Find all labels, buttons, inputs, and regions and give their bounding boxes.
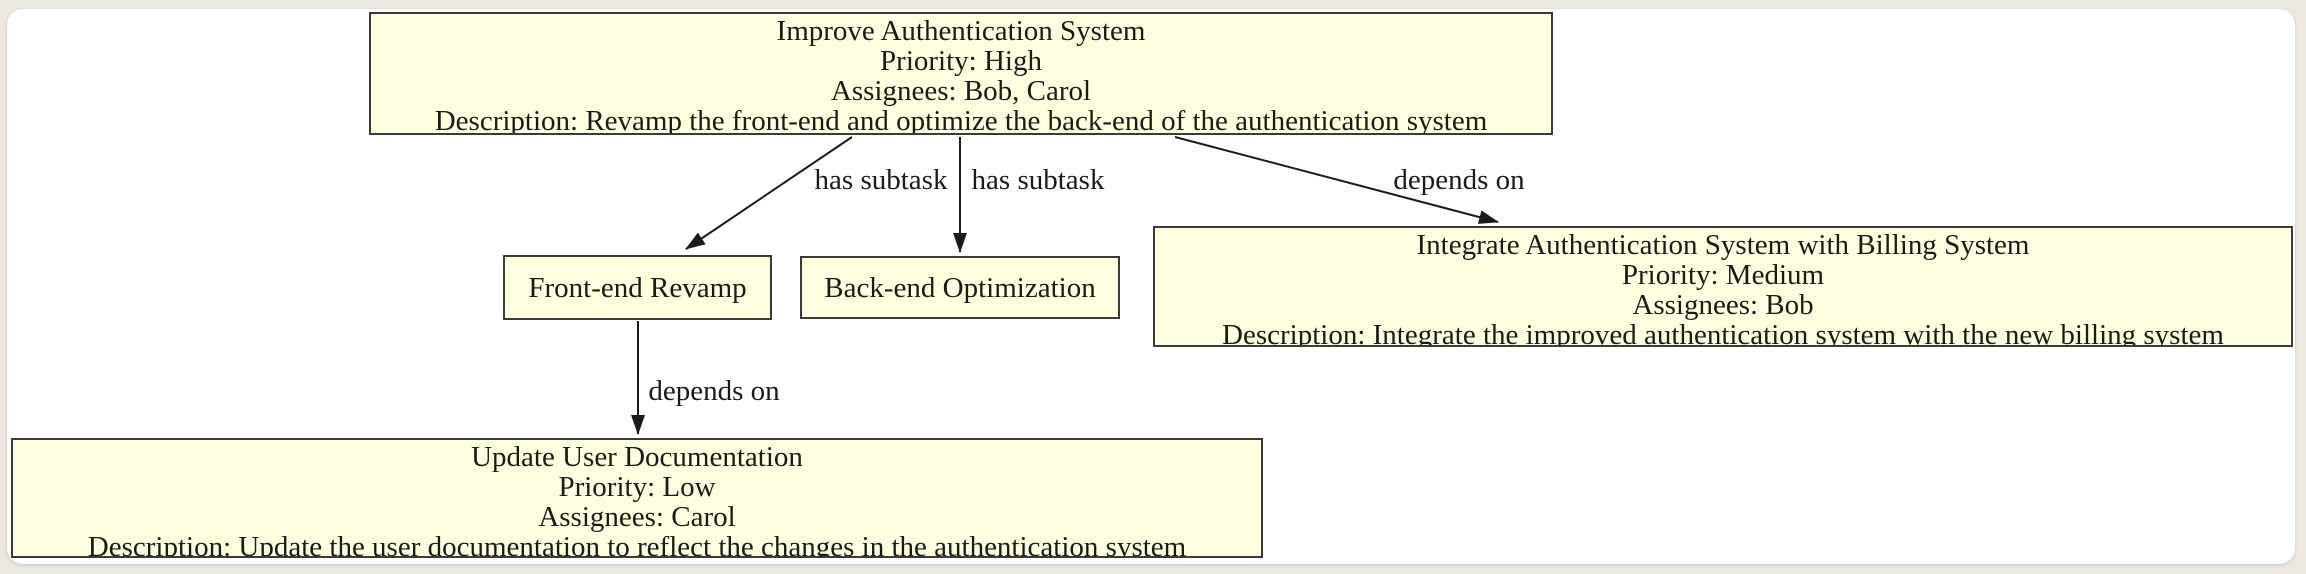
task-title: Integrate Authentication System with Bil… xyxy=(1416,229,2030,261)
task-title: Front-end Revamp xyxy=(528,271,747,304)
task-priority: Priority: Medium xyxy=(1621,259,1825,291)
task-description: Description: Update the user documentati… xyxy=(87,531,1187,558)
edge-label-depends-on-integrate: depends on xyxy=(1393,164,1525,196)
task-assignees: Assignees: Bob xyxy=(1632,289,1814,321)
task-node-frontend-revamp: Front-end Revamp xyxy=(503,255,772,320)
task-node-update-documentation: Update User Documentation Priority: Low … xyxy=(11,438,1263,558)
task-title: Back-end Optimization xyxy=(824,271,1096,304)
task-description: Description: Integrate the improved auth… xyxy=(1222,319,2224,347)
task-assignees: Assignees: Bob, Carol xyxy=(830,75,1092,107)
edge-label-depends-on-docs: depends on xyxy=(648,375,780,407)
task-assignees: Assignees: Carol xyxy=(538,501,736,533)
task-node-backend-optimization: Back-end Optimization xyxy=(800,256,1120,319)
task-node-integrate-billing: Integrate Authentication System with Bil… xyxy=(1153,226,2293,347)
task-priority: Priority: Low xyxy=(558,471,716,503)
task-node-improve-authentication: Improve Authentication System Priority: … xyxy=(369,12,1553,135)
task-title: Update User Documentation xyxy=(471,441,803,473)
task-title: Improve Authentication System xyxy=(776,15,1146,47)
edge-label-has-subtask-frontend: has subtask xyxy=(814,164,948,196)
task-description: Description: Revamp the front-end and op… xyxy=(434,105,1488,135)
edge-label-has-subtask-backend: has subtask xyxy=(971,164,1105,196)
task-priority: Priority: High xyxy=(880,45,1042,77)
